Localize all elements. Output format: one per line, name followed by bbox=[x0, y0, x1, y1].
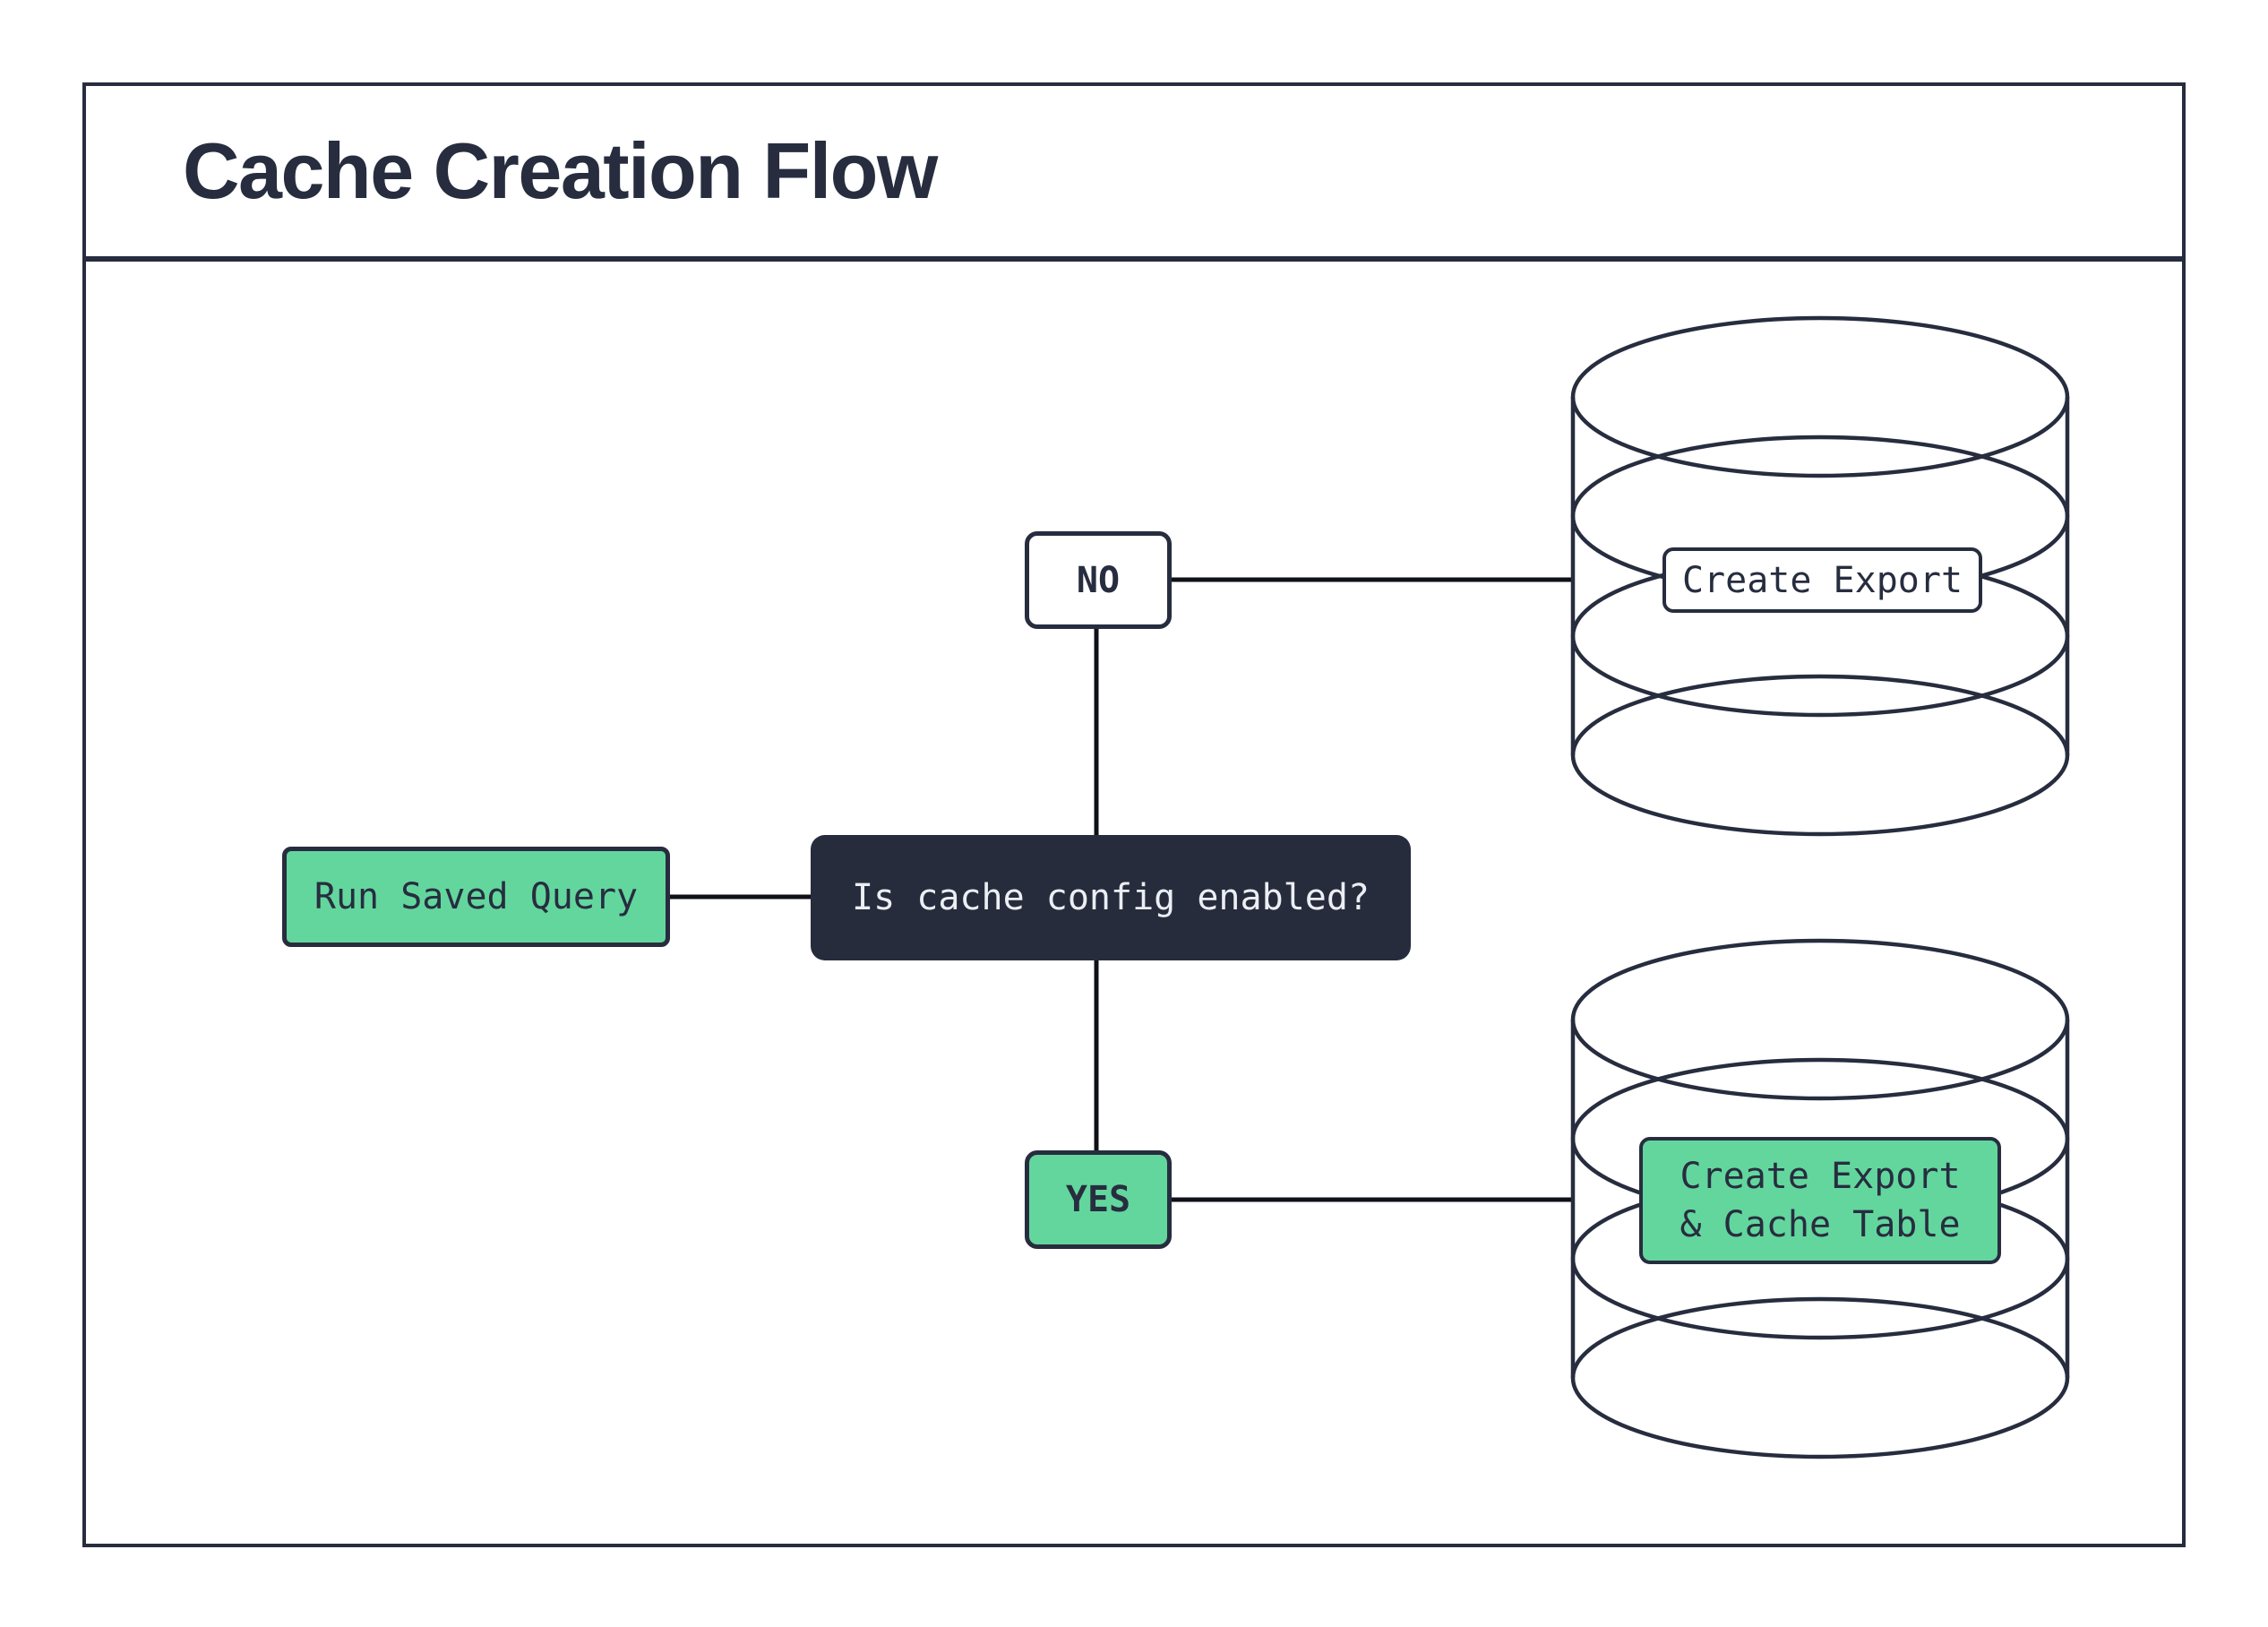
node-run-saved-query: Run Saved Query bbox=[282, 847, 670, 947]
node-branch-yes: YES bbox=[1025, 1150, 1172, 1249]
node-create-export-cache-table-line2: & Cache Table bbox=[1680, 1204, 1961, 1245]
node-create-export-cache-table-line1: Create Export bbox=[1680, 1156, 1961, 1197]
node-decision-cache-config: Is cache config enabled? bbox=[811, 835, 1411, 960]
node-branch-yes-label: YES bbox=[1065, 1179, 1131, 1220]
node-branch-no-label: NO bbox=[1076, 559, 1121, 601]
node-decision-label: Is cache config enabled? bbox=[852, 877, 1370, 918]
page-title: Cache Creation Flow bbox=[183, 126, 938, 215]
connectors bbox=[670, 577, 1573, 1202]
diagram-header: Cache Creation Flow bbox=[86, 86, 2182, 262]
node-branch-no: NO bbox=[1025, 531, 1172, 629]
diagram-frame: Cache Creation Flow bbox=[82, 82, 2186, 1547]
node-create-export: Create Export bbox=[1662, 547, 1982, 613]
export-database-icon bbox=[1570, 315, 2070, 837]
node-create-export-label: Create Export bbox=[1681, 559, 1963, 601]
node-run-saved-query-label: Run Saved Query bbox=[314, 876, 639, 917]
node-create-export-cache-table: Create Export & Cache Table bbox=[1639, 1137, 2001, 1264]
